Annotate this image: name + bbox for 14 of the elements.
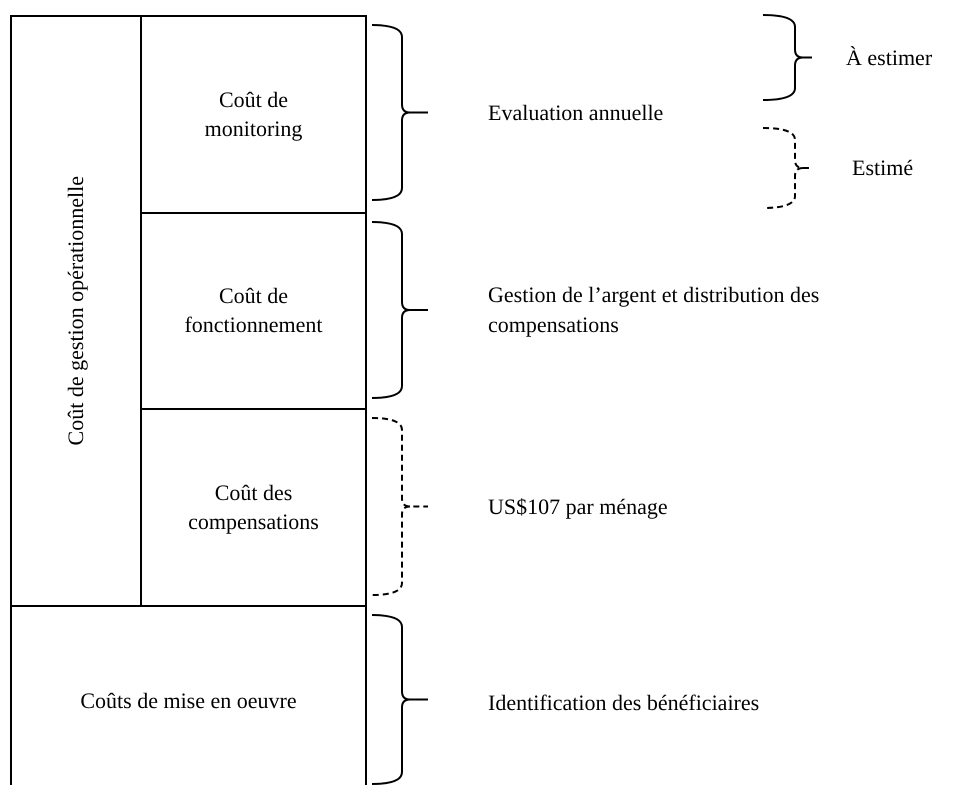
description-text: Evaluation annuelle bbox=[488, 98, 664, 126]
description-text: Gestion de l’argent et distribution des compensations bbox=[488, 281, 820, 339]
description-text: US$107 par ménage bbox=[488, 492, 669, 521]
legend-text: À estimer bbox=[846, 44, 932, 72]
cost-label: Coût de monitoring bbox=[204, 86, 304, 143]
cost-label: Coût de fonctionnement bbox=[183, 282, 324, 339]
cost-box bbox=[10, 605, 367, 785]
cost-box bbox=[140, 15, 367, 214]
cost-box bbox=[10, 15, 142, 607]
description-text: Identification des bénéficiaires bbox=[488, 688, 760, 716]
cost-label: Coût de gestion opérationnelle bbox=[62, 176, 89, 446]
cost-label: Coûts de mise en oeuvre bbox=[80, 686, 297, 715]
cost-label: Coût des compensations bbox=[187, 478, 320, 536]
legend-text: Estimé bbox=[852, 154, 914, 182]
